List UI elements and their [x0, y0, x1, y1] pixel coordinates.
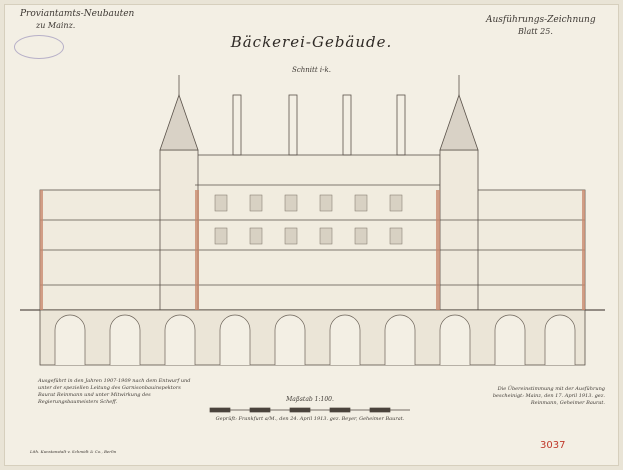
footer-left: Lith. Kunstanstalt v. Schmidt & Co., Ber…	[30, 449, 117, 454]
section-label: Schnitt i-k.	[292, 66, 331, 74]
note-left: Ausgeführt in den Jahren 1907-1909 nach …	[38, 378, 191, 405]
scale-label: Maßstab 1:100.	[286, 396, 334, 403]
library-stamp	[14, 35, 64, 59]
header-right-line1: Ausführungs-Zeichnung	[486, 15, 596, 25]
header-left-line1: Proviantamts-Neubauten	[20, 9, 135, 19]
header-left-line2: zu Mainz.	[36, 21, 76, 30]
note-right: Die Übereinstimmung mit der Ausführung b…	[492, 386, 605, 406]
note-center: Geprüft: Frankfurt a/M., den 24. April 1…	[215, 416, 405, 422]
drawing-title: Bäckerei-Gebäude.	[230, 33, 393, 51]
sheet-number: 3037	[540, 440, 566, 451]
header-right-line2: Blatt 25.	[518, 27, 553, 36]
